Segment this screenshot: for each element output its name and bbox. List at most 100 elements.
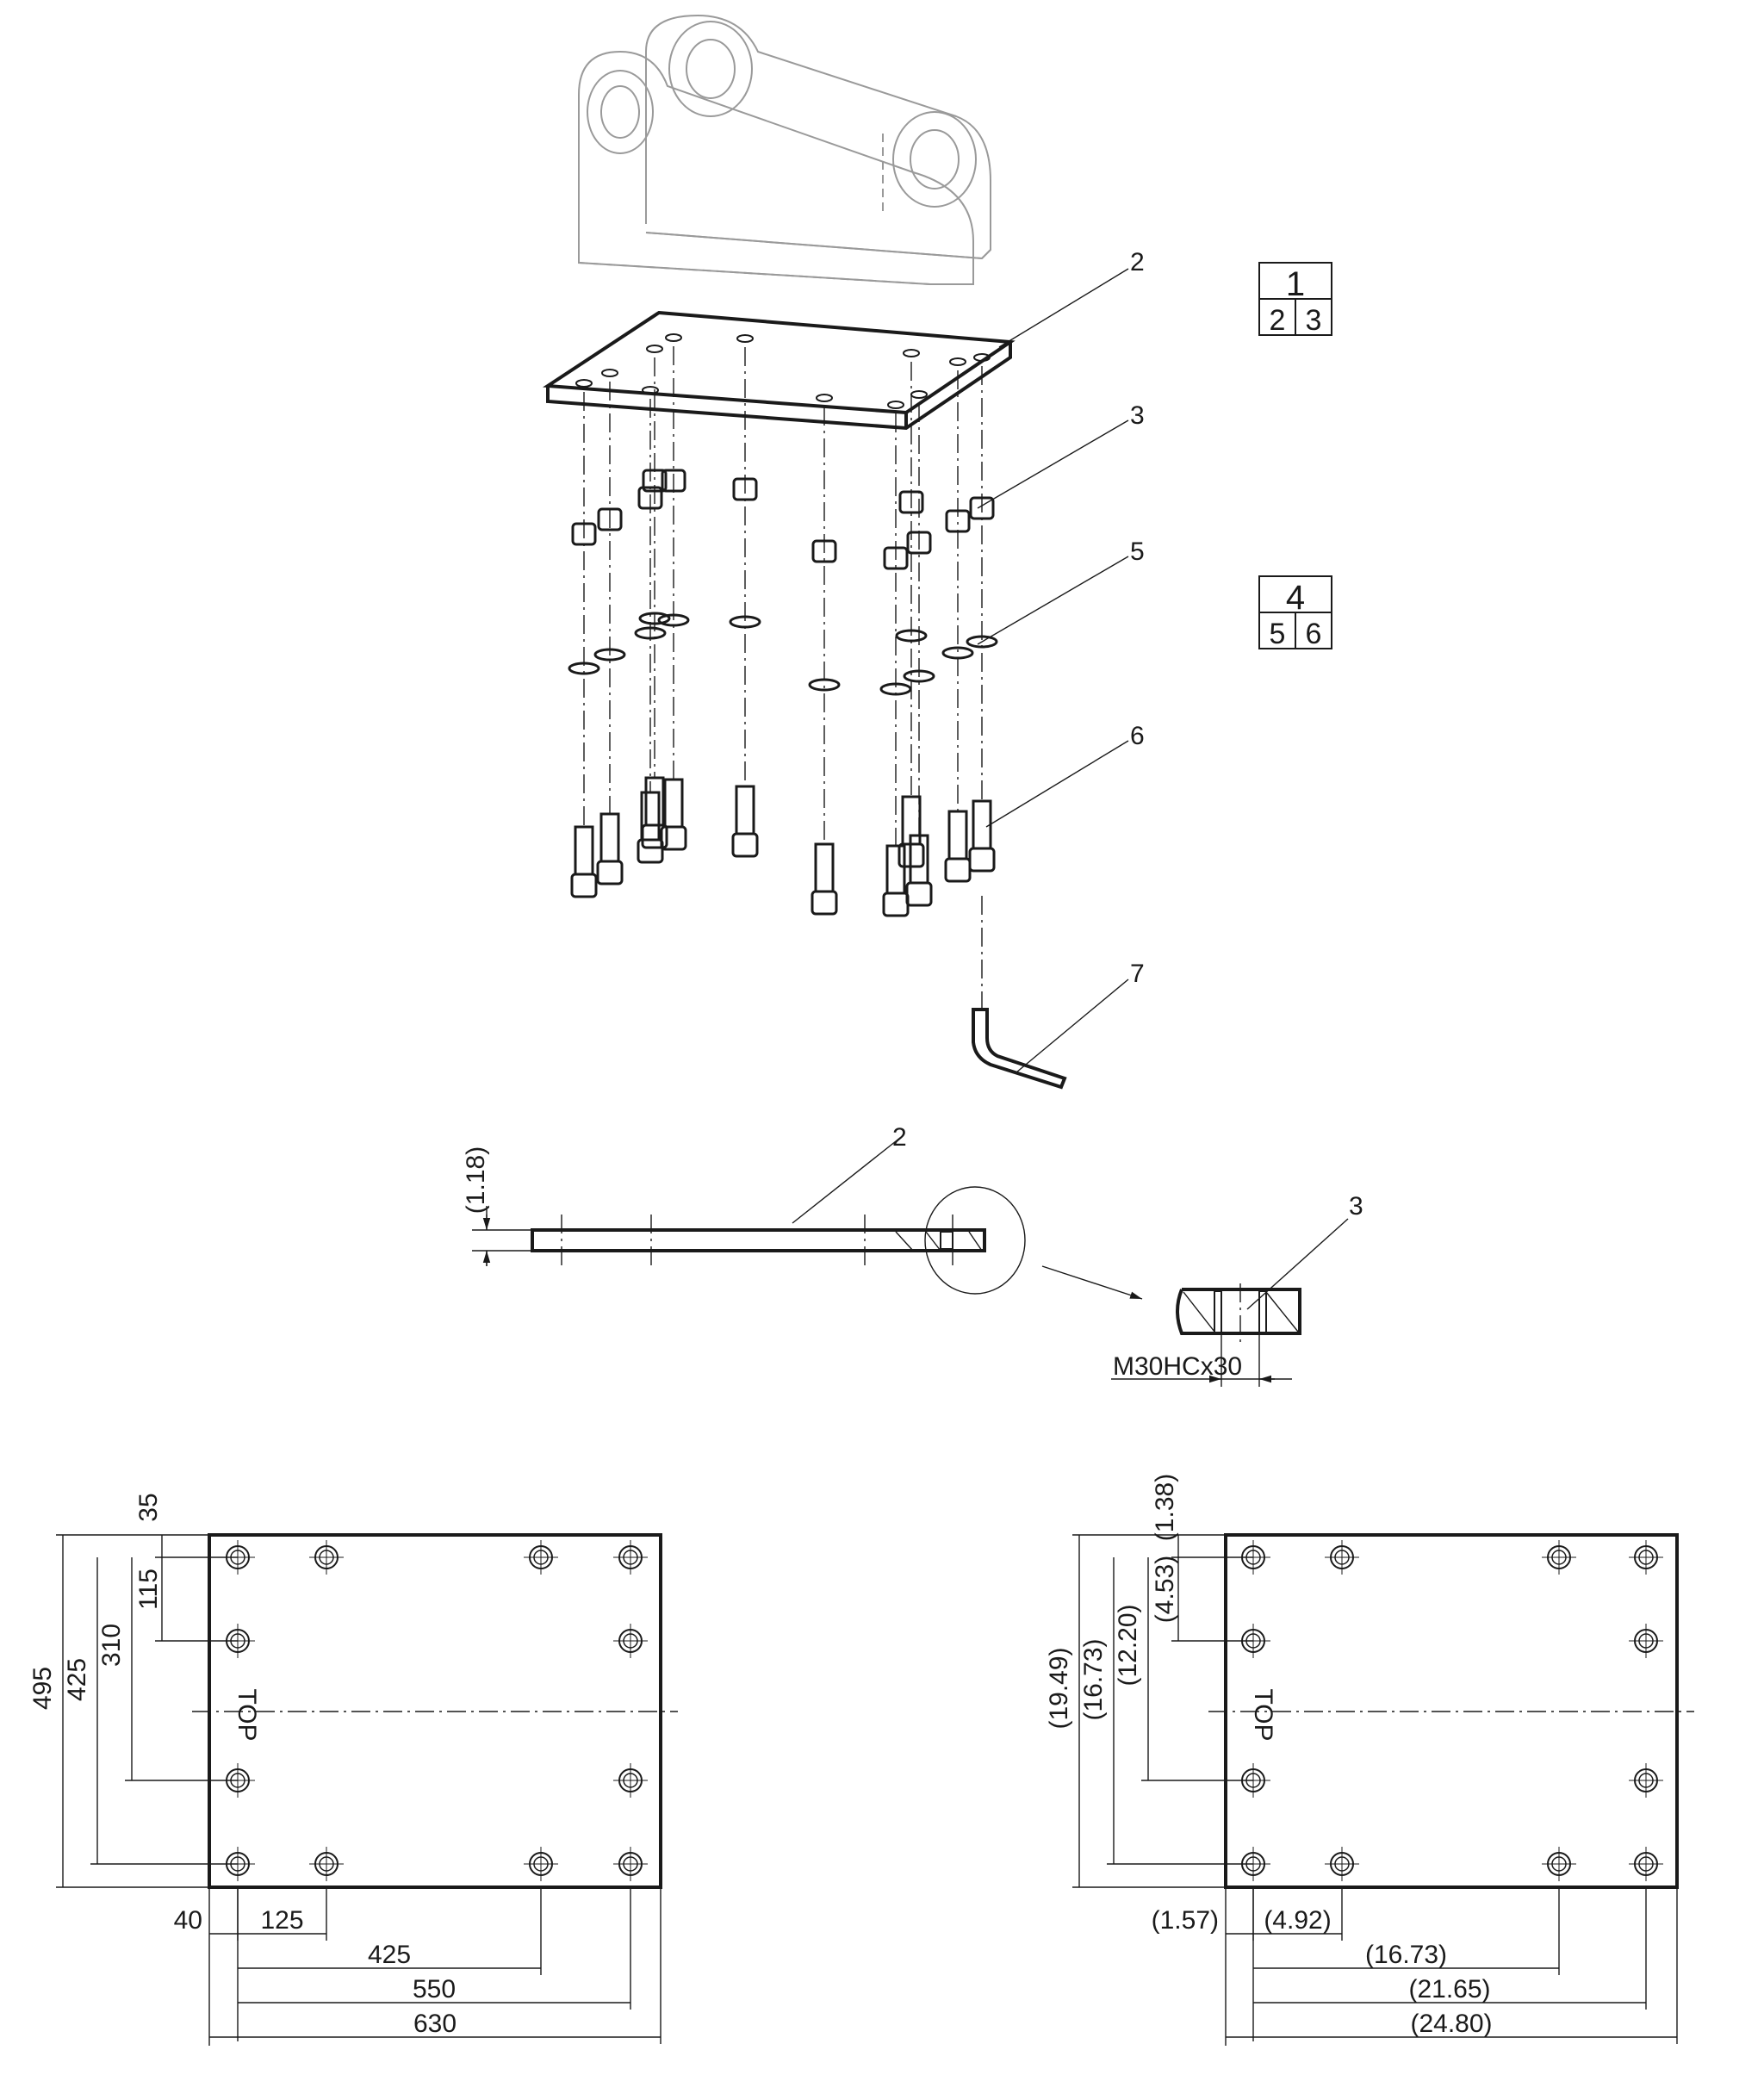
insert-nut xyxy=(571,522,597,546)
insert-nut xyxy=(597,507,623,531)
hole-center-mark xyxy=(1629,1847,1663,1881)
insert-nut xyxy=(642,469,668,493)
bom-box-2: 4 5 6 xyxy=(1258,575,1332,650)
horizontal-dimension-label: 630 xyxy=(413,2010,457,2038)
hardware-stack xyxy=(966,496,998,873)
horizontal-dimension-label: 425 xyxy=(368,1941,411,1969)
hardware-stack xyxy=(634,486,667,864)
plate-hole xyxy=(816,394,833,402)
bolt-shank xyxy=(644,776,665,827)
insert-nut xyxy=(661,469,686,493)
washer xyxy=(568,662,600,675)
allen-key xyxy=(972,1008,1067,1090)
plate-hole xyxy=(665,333,682,342)
vertical-dimension-label: (4.53) xyxy=(1151,1556,1179,1623)
washer xyxy=(895,629,928,643)
horizontal-dimension-label: (24.80) xyxy=(1410,2010,1492,2038)
bolt-shank xyxy=(599,812,620,863)
detail-callout-3: 3 xyxy=(1349,1192,1363,1221)
hole-center-mark xyxy=(309,1540,344,1575)
hole-center-mark xyxy=(1629,1624,1663,1658)
hole-center-mark xyxy=(1542,1847,1576,1881)
insert-nut xyxy=(732,477,758,501)
insert-nut xyxy=(906,531,932,555)
plate-hole xyxy=(910,390,928,399)
bolt-shank xyxy=(885,844,906,895)
insert-nut xyxy=(969,496,995,520)
bolt-shank xyxy=(640,791,661,842)
plate-isometric xyxy=(542,310,1016,431)
insert-nut xyxy=(811,539,837,563)
bolt-shank xyxy=(814,842,835,893)
vertical-dimension-label: (16.73) xyxy=(1079,1638,1108,1720)
insert-nut xyxy=(898,490,924,514)
side-callout-2: 2 xyxy=(892,1123,907,1152)
bolt-head xyxy=(731,832,759,858)
plate-hole xyxy=(642,386,659,394)
washer xyxy=(808,678,841,692)
bom-2-top: 4 xyxy=(1286,579,1305,617)
bolt-head xyxy=(944,857,972,883)
vertical-dimension-label: 425 xyxy=(63,1658,91,1701)
vertical-dimension-label: (1.38) xyxy=(1151,1474,1179,1541)
plate-hole xyxy=(949,357,966,366)
extension-line xyxy=(1225,1887,1254,2046)
bom-1-top: 1 xyxy=(1286,265,1305,303)
thickness-dimension: (1.18) xyxy=(462,1146,490,1214)
vertical-dimension-label: 310 xyxy=(97,1624,126,1667)
bolt-head xyxy=(882,892,910,917)
hole-center-mark xyxy=(1325,1540,1359,1575)
hole-center-mark xyxy=(613,1540,648,1575)
horizontal-dimension-label: 550 xyxy=(413,1975,456,2004)
horizontal-dimension-label: (1.57) xyxy=(1152,1906,1219,1935)
bolt-head xyxy=(660,825,687,851)
bom-2-left: 5 xyxy=(1270,618,1286,650)
bolt-shank xyxy=(735,785,755,836)
exploded-hardware xyxy=(568,346,998,917)
vertical-dimension-label: (19.49) xyxy=(1045,1647,1073,1729)
bracket-ghost xyxy=(578,14,991,285)
plate-holes xyxy=(575,333,991,409)
hardware-stack xyxy=(879,546,912,917)
hardware-stack xyxy=(638,469,671,849)
insert-nut xyxy=(945,509,971,533)
vertical-dimension-label: (12.20) xyxy=(1114,1604,1142,1686)
plate-hole xyxy=(903,349,920,357)
bolt-head xyxy=(637,838,664,864)
hole-center-mark xyxy=(613,1763,648,1798)
horizontal-dimension-label: (4.92) xyxy=(1264,1906,1331,1935)
detail-view: M30HCx30 3 xyxy=(1111,1192,1363,1387)
washer xyxy=(729,615,761,629)
bolt-shank xyxy=(972,799,992,850)
horizontal-dimension-label: (21.65) xyxy=(1408,1975,1490,2004)
bolt-head xyxy=(905,881,933,907)
vertical-dimension-label: 495 xyxy=(28,1667,57,1710)
plate-hole xyxy=(736,334,754,343)
callout-6: 6 xyxy=(1130,722,1145,750)
extension-line xyxy=(208,1887,239,2046)
hardware-stack xyxy=(903,531,935,907)
bom-1-left: 2 xyxy=(1270,304,1286,337)
hardware-stack xyxy=(593,507,626,885)
hole-center-mark xyxy=(613,1847,648,1881)
callout-5: 5 xyxy=(1130,537,1145,566)
bolt-head xyxy=(968,847,996,873)
plate-side-view: (1.18) 2 xyxy=(462,1123,1143,1300)
horizontal-dimension-label: (16.73) xyxy=(1365,1941,1447,1969)
hole-center-mark xyxy=(613,1624,648,1658)
plate-hole xyxy=(973,353,991,362)
bolt-shank xyxy=(574,825,594,876)
plate-hole xyxy=(575,379,593,388)
vertical-dimension-label: 115 xyxy=(134,1569,163,1610)
thread-spec: M30HCx30 xyxy=(1113,1352,1242,1381)
horizontal-dimension-label: 125 xyxy=(260,1906,303,1935)
bolt-shank xyxy=(663,778,684,829)
bolt-shank xyxy=(947,810,968,860)
hole-center-mark xyxy=(1542,1540,1576,1575)
washer xyxy=(657,613,690,627)
hole-center-mark xyxy=(524,1540,558,1575)
washer xyxy=(941,646,974,660)
